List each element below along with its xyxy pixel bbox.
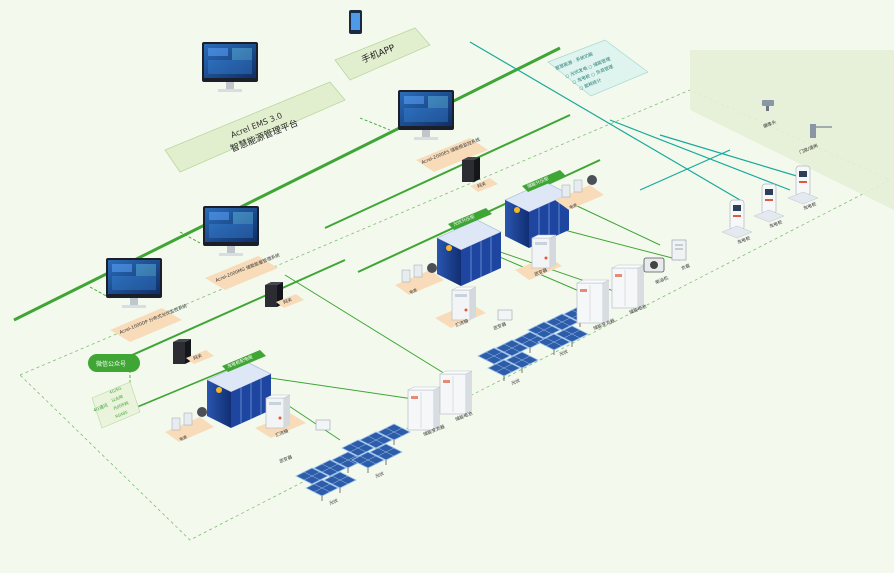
comm-item-3: 光纤环网: [112, 399, 129, 411]
comm-item-1: 4G/5G: [109, 386, 123, 395]
comm-box: 4G通讯 4G/5G 以太网 光纤环网 RS485: [91, 381, 141, 429]
meter-group-2: 电表: [555, 175, 604, 210]
meter-label-3: 电表: [178, 433, 188, 442]
comm-item-4: RS485: [115, 409, 129, 419]
combiner-2: 汇流箱: [255, 394, 306, 439]
bus-2: [324, 114, 571, 229]
pv-array-3: 光伏: [295, 451, 365, 507]
camera-icon: 摄像头: [762, 100, 778, 130]
station-1-gateway: [462, 157, 480, 182]
ev-zone: [690, 50, 894, 210]
station-1-label-box: [416, 138, 488, 172]
pv-array-1: 光伏: [477, 331, 547, 387]
battery-upper: 储能电池: [611, 264, 648, 316]
site-boundary: [19, 89, 891, 541]
pv-label-3: 光伏: [328, 497, 339, 507]
station-1-monitor: [398, 90, 454, 140]
pcs-upper: 储能变流器: [576, 279, 616, 332]
inverter-1: 逆变器: [492, 309, 513, 332]
station-3-gw-tag: [186, 350, 214, 364]
info-panel: [547, 39, 649, 97]
combiner-label-2: 汇流箱: [274, 427, 290, 439]
station-1-gateway-label: 网关: [476, 180, 487, 190]
meter-label-2: 电表: [568, 201, 578, 210]
station-3-monitor: [106, 258, 162, 308]
phone-screen: [351, 13, 360, 30]
charger-label-2: 充电桩: [768, 218, 784, 230]
station-2-gateway-label: 网关: [282, 296, 293, 306]
cloud-node: 微信公众号: [88, 354, 140, 372]
bus-4: [109, 259, 346, 366]
diesel-generator: 柴油机: [643, 257, 670, 286]
cloud-label: 微信公众号: [96, 360, 126, 368]
cabinet-set-pv-lower: [206, 361, 272, 429]
charger-label-3: 充电桩: [802, 200, 818, 212]
meter-group-1: 电表: [395, 263, 444, 295]
station-2-label-box: [205, 256, 278, 290]
inverter-label-3: 逆变器: [533, 266, 549, 278]
inverter-label-1: 逆变器: [492, 320, 508, 332]
mobile-box: [334, 27, 431, 81]
pv-array-4: 光伏: [341, 423, 411, 480]
combiner-1: 汇流箱: [435, 286, 486, 329]
comm-item-2: 以太网: [110, 393, 123, 403]
station-2-monitor: [203, 206, 259, 256]
station-3-gateway: [173, 339, 191, 364]
pv-label-4: 光伏: [374, 470, 385, 480]
battery-lower: 储能电池: [439, 370, 474, 423]
feeder-lines: [249, 204, 681, 441]
station-1-gw-tag: [470, 178, 498, 192]
charger-1: 充电桩: [721, 199, 753, 246]
load-unit: 负载: [671, 239, 692, 272]
teal-links: [469, 41, 811, 201]
station-3-gateway-label: 网关: [192, 352, 203, 362]
pv-label-1: 光伏: [510, 377, 521, 387]
meter-label-1: 电表: [408, 286, 418, 295]
main-bus: [13, 46, 561, 322]
charger-3: 充电桩: [787, 165, 819, 212]
platform-box: [164, 81, 346, 173]
load-label: 负载: [680, 262, 691, 272]
diesel-label: 柴油机: [654, 274, 670, 286]
combiner-label-1: 汇流箱: [454, 317, 470, 329]
platform-monitor: [202, 42, 258, 92]
inverter-2: 逆变器: [278, 419, 331, 465]
meter-group-3: 电表: [165, 407, 214, 442]
inverter-label-2: 逆变器: [278, 453, 294, 465]
charger-2: 充电桩: [753, 183, 785, 230]
camera-label: 摄像头: [762, 118, 778, 130]
charger-label-1: 充电桩: [736, 234, 752, 246]
inverter-3: 逆变器: [515, 234, 562, 280]
station-3-label-box: [110, 308, 182, 342]
pv-array-2: 光伏: [527, 305, 597, 358]
station-2-gw-tag: [276, 294, 304, 308]
pv-label-2: 光伏: [558, 348, 569, 358]
